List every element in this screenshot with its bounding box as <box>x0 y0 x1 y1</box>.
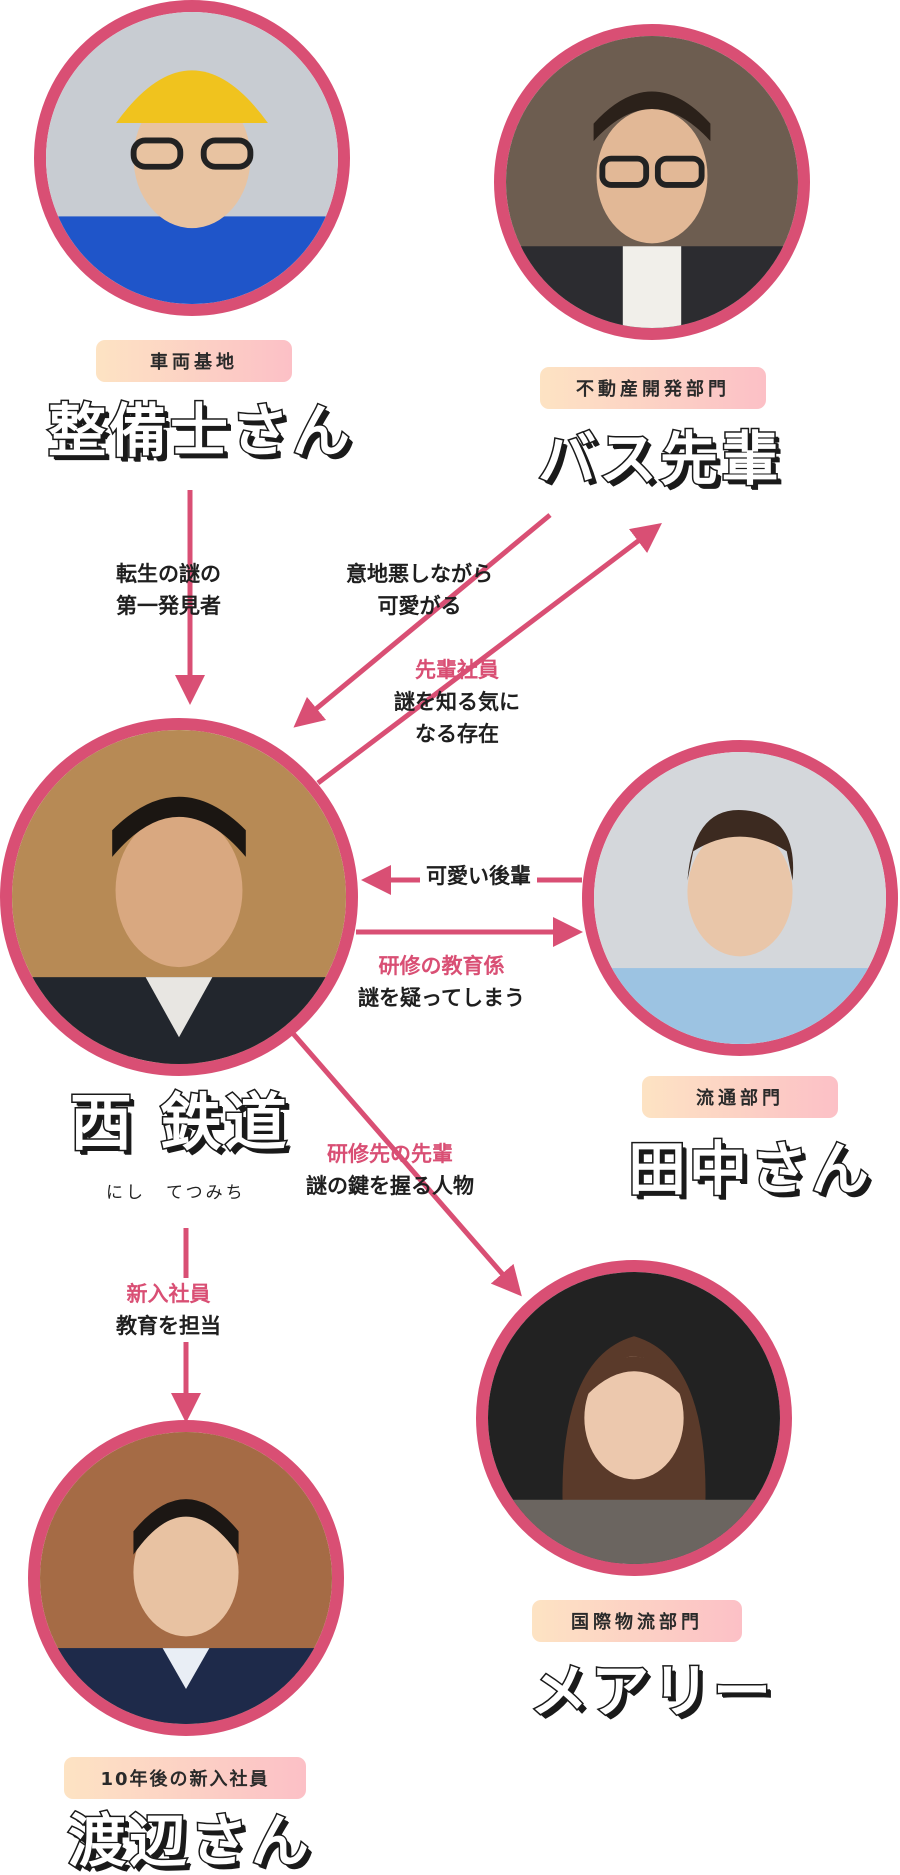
nishi-photo <box>0 718 358 1076</box>
mechanic-photo <box>34 0 350 316</box>
bus-senior-badge: 不動産開発部門 <box>540 367 766 409</box>
label-line: 転生の謎の <box>116 562 221 586</box>
mechanic-badge: 車両基地 <box>96 340 292 382</box>
tanaka-name: 田中さん <box>626 1135 873 1203</box>
mary-name: メアリー <box>528 1657 775 1725</box>
label-line: なる存在 <box>415 722 499 746</box>
nishi-reading: にし てつみち <box>106 1183 246 1203</box>
mechanic-name: 整備士さん <box>46 397 354 465</box>
label-line: 謎を疑ってしまう <box>358 986 525 1010</box>
bus-senior-name: バス先輩 <box>536 425 783 493</box>
label-role: 新入社員 <box>126 1282 211 1306</box>
tanaka-photo <box>582 740 898 1056</box>
mary-badge: 国際物流部門 <box>532 1600 742 1642</box>
arrow-bus-to-nishi <box>293 513 552 728</box>
label-nishi-to-watanabe: 新入社員 教育を担当 <box>116 1278 221 1342</box>
nishi-name: 西 鉄道 <box>69 1086 290 1159</box>
watanabe-badge: 10年後の新入社員 <box>64 1757 306 1799</box>
label-line: 意地悪しながら <box>346 562 493 586</box>
watanabe-photo <box>28 1420 344 1736</box>
tanaka-badge: 流通部門 <box>642 1076 838 1118</box>
label-nishi-to-tanaka: 研修の教育係 謎を疑ってしまう <box>358 950 525 1014</box>
watanabe-name: 渡辺さん <box>66 1807 313 1875</box>
label-line: 可愛がる <box>377 594 462 618</box>
label-line: 謎の鍵を握る人物 <box>306 1174 474 1198</box>
label-role: 研修の教育係 <box>378 954 505 978</box>
label-role: 研修先の先輩 <box>327 1142 453 1166</box>
label-nishi-to-bus: 先輩社員 謎を知る気に なる存在 <box>394 654 520 750</box>
arrow-nishi-to-mary <box>288 1028 522 1297</box>
mary-photo <box>476 1260 792 1576</box>
label-role: 先輩社員 <box>415 658 499 682</box>
label-line: 可愛い後輩 <box>426 864 531 888</box>
label-mechanic-to-nishi: 転生の謎の 第一発見者 <box>116 558 221 622</box>
arrow-nishi-to-bus <box>316 522 662 785</box>
label-bus-to-nishi: 意地悪しながら 可愛がる <box>346 558 493 622</box>
label-tanaka-to-nishi: 可愛い後輩 <box>420 860 537 892</box>
label-line: 謎を知る気に <box>394 690 520 714</box>
label-line: 教育を担当 <box>116 1314 221 1338</box>
label-nishi-to-mary: 研修先の先輩 謎の鍵を握る人物 <box>306 1138 474 1202</box>
bus-senior-photo <box>494 24 810 340</box>
label-line: 第一発見者 <box>116 594 221 618</box>
